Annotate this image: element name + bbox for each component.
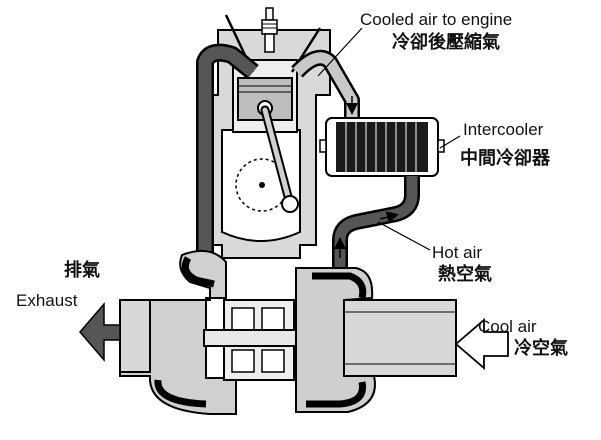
label-intercooler-zh: 中間冷卻器 (460, 148, 550, 169)
label-hot-air-zh: 熱空氣 (438, 264, 492, 285)
turbo-shaft (203, 299, 341, 381)
exhaust-arrow-icon (79, 301, 121, 363)
cool-air-arrow-icon (454, 318, 509, 370)
leader-hot-air (377, 221, 431, 251)
spark-plug-icon (261, 7, 278, 53)
label-intercooler-en: Intercooler (463, 120, 544, 139)
label-cool-air-en: Cool air (478, 317, 537, 336)
label-cooled-air-en: Cooled air to engine (360, 10, 513, 29)
leader-intercooler (439, 135, 461, 149)
label-cooled-air-zh: 冷卻後壓縮氣 (392, 32, 500, 53)
label-exhaust-zh: 排氣 (64, 260, 100, 281)
turbine-housing (119, 249, 237, 415)
label-cool-air-zh: 冷空氣 (514, 338, 568, 359)
label-hot-air-en: Hot air (432, 243, 483, 262)
leader-cooled-air (317, 27, 363, 77)
compressor-housing (295, 267, 457, 413)
label-exhaust-en: Exhaust (16, 291, 78, 310)
intercooler (319, 117, 445, 177)
crankshaft (235, 105, 299, 213)
